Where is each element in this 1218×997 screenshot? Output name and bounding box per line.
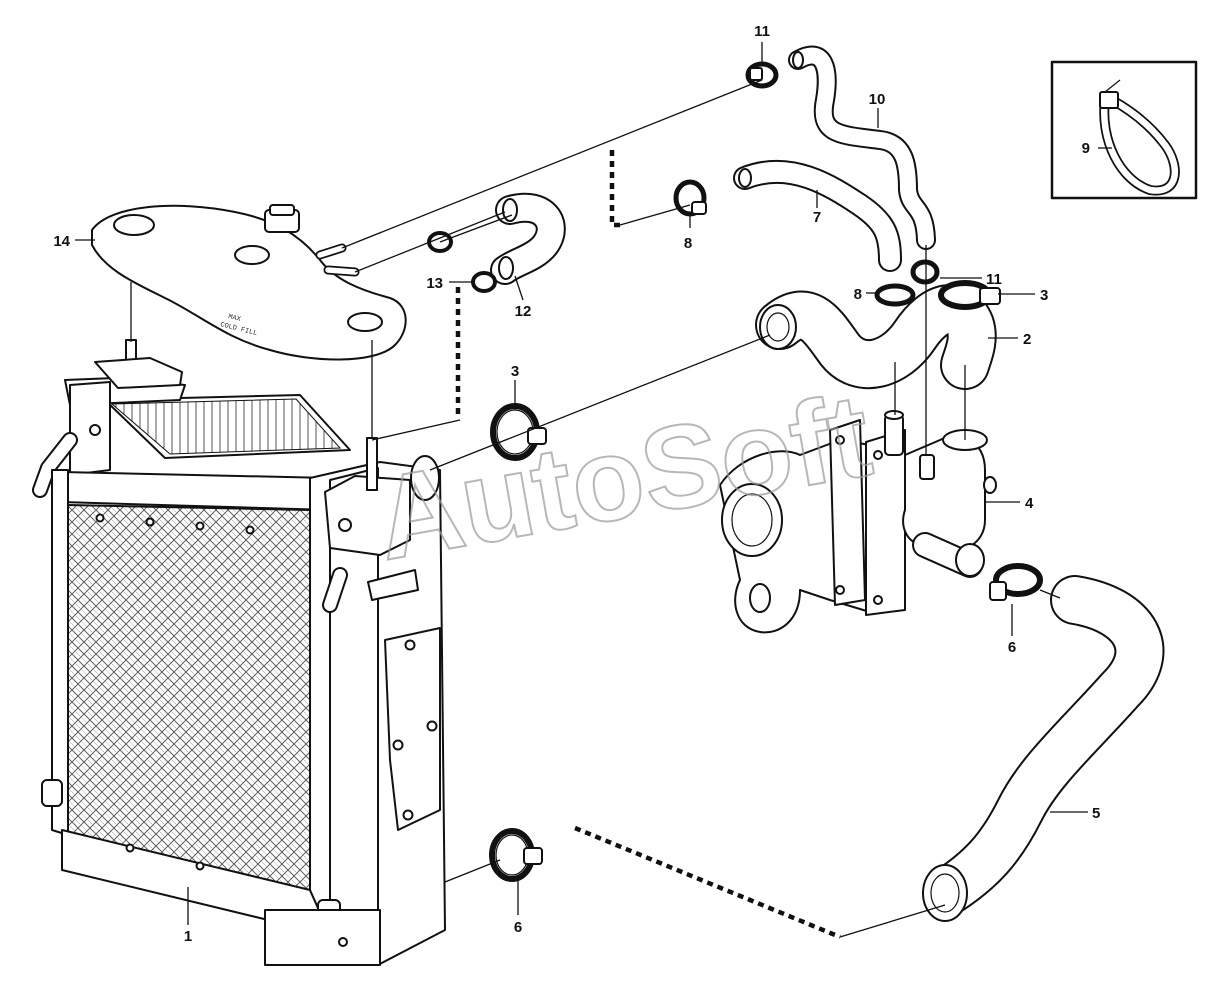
clamp-6-left [489,828,543,882]
cable-tie-inset [1050,60,1198,200]
callout-6-right: 6 [1008,639,1016,656]
lower-hose [922,575,1165,922]
callout-4: 4 [1025,495,1034,512]
hose-10 [788,45,936,250]
callout-5: 5 [1092,805,1100,822]
callout-3-right: 3 [1040,287,1048,304]
expansion-tank: MAX COLD FILL [91,204,407,361]
clamp-8-upper [673,179,707,217]
hose-7 [733,159,902,272]
callout-14: 14 [53,233,70,250]
callout-leaders [75,42,1112,925]
upper-hose [755,284,997,390]
callout-10: 10 [869,91,886,108]
callout-1: 1 [184,928,192,945]
callout-6-left: 6 [514,919,522,936]
callout-3-left: 3 [511,363,519,380]
clamp-3-right [938,280,1001,310]
callout-7: 7 [813,209,821,226]
callout-8-right: 8 [854,286,862,303]
callout-2: 2 [1023,331,1031,348]
callout-9: 9 [1082,140,1090,157]
callout-11-top: 11 [754,23,770,40]
clamp-3-left [490,403,547,461]
clamp-8-lower [874,283,916,307]
clamp-11-upper [745,61,779,89]
hose-12 [490,192,566,285]
callout-13: 13 [426,275,443,292]
callout-8-left: 8 [684,235,692,252]
thermostat-housing [719,410,997,634]
leader-lines [130,79,1061,940]
callout-11-right: 11 [986,271,1002,288]
callout-12: 12 [515,303,532,320]
callout-labels: 11 10 9 7 8 14 13 12 8 11 2 3 3 4 6 5 6 … [53,23,1100,945]
clamp-6-right [989,563,1043,601]
tank-max-label: MAX [227,313,242,324]
clamp-11-lower [910,259,940,285]
radiator [32,339,446,966]
